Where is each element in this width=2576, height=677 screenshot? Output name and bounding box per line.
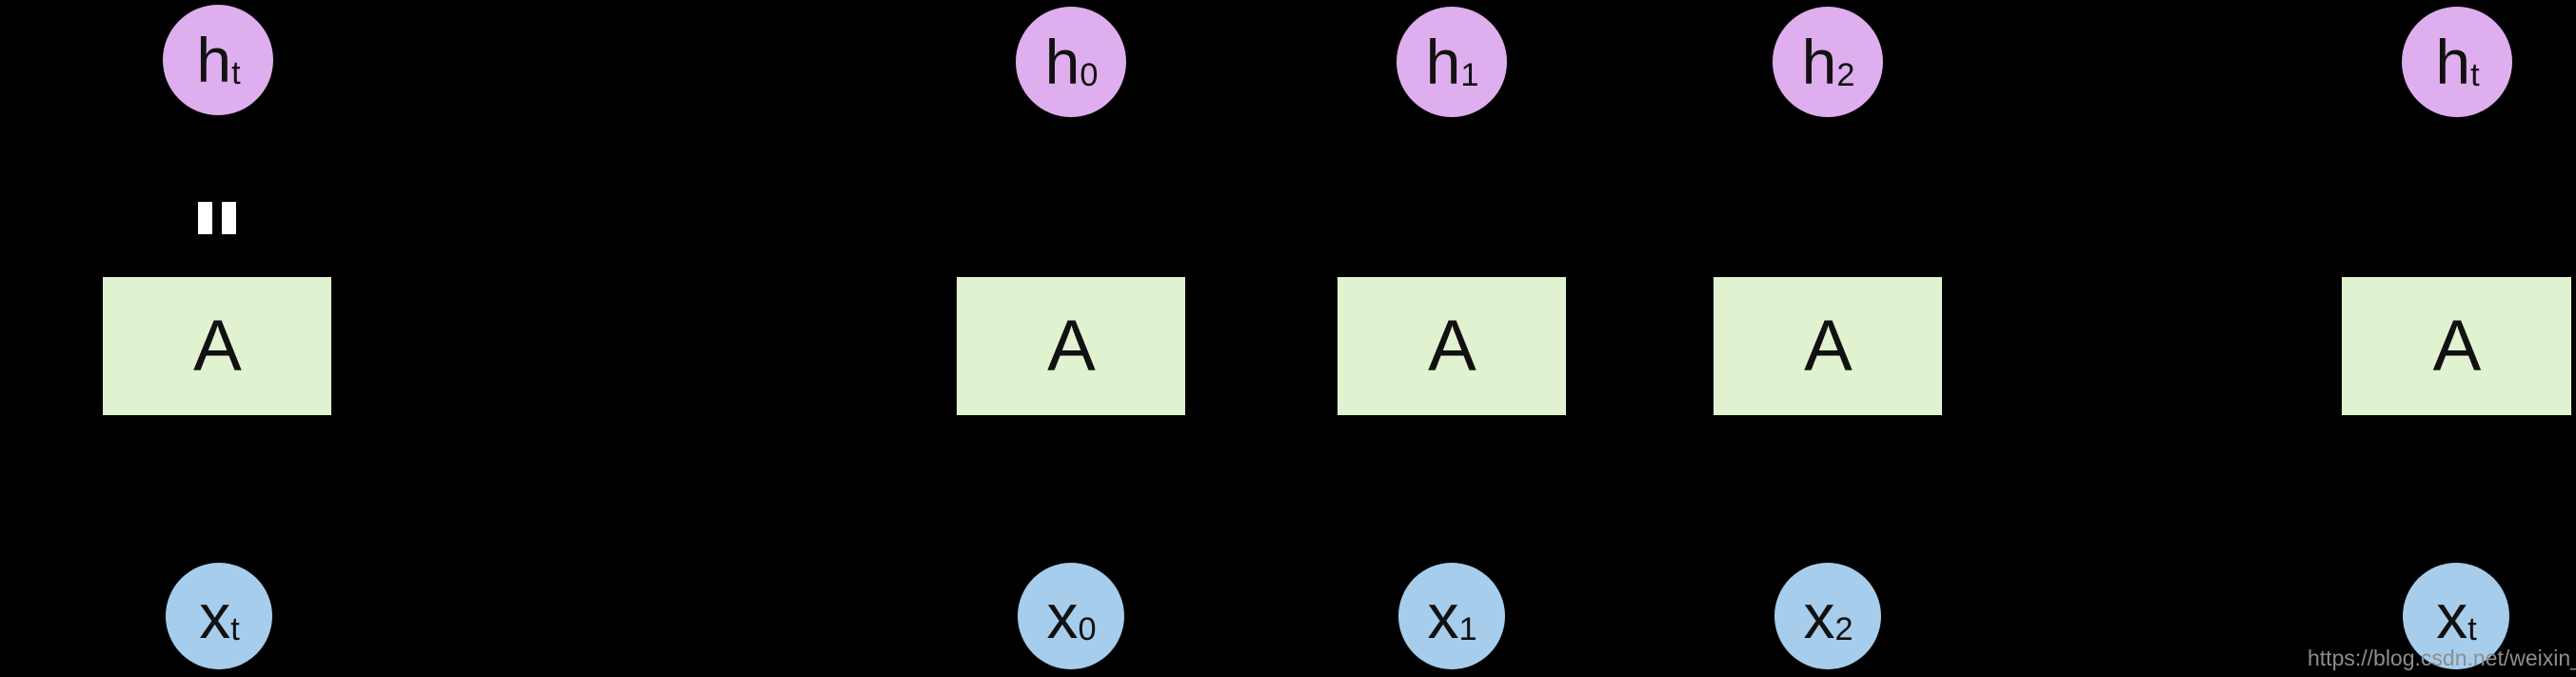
node-label-subscript: 1 [1458,611,1476,648]
node-label: A [1047,305,1096,387]
node-label-base: h [1044,27,1080,97]
node-label-base: h [1425,27,1461,97]
connector-input-to-cell-step1 [1450,415,1453,563]
connector-input-to-cell-step0 [1069,415,1072,563]
node-label-subscript: 1 [1460,57,1478,94]
node-label: A [193,305,242,387]
node-label-subscript: 0 [1078,611,1096,648]
node-label-base: x [1803,581,1834,651]
node-label: A [2432,305,2482,387]
self-loop-right-folded [386,286,388,406]
node-label-subscript: t [2470,57,2479,94]
connector-input-to-cell-stept [2455,415,2458,563]
recurrent-chain-link-2-3 [1942,345,2342,348]
node-label-base: x [1427,581,1458,651]
self-loop-top-folded [331,286,388,289]
connector-cell-to-hidden-step1 [1450,117,1453,277]
recurrent-chain-link-in [819,345,957,348]
self-loop-bottom-folded [331,404,388,407]
rnn-cell-node-step1[interactable]: A [1338,277,1566,415]
node-label-base: h [2435,27,2470,97]
connector-cell-to-hidden-stept [2455,117,2458,277]
node-label-base: x [2436,581,2467,651]
node-label: A [1428,305,1476,387]
connector-cell-to-hidden-step0 [1069,117,1072,277]
node-label-base: x [199,581,230,651]
connector-input-to-cell-folded [218,415,221,563]
rnn-cell-node-stept[interactable]: A [2342,277,2571,415]
rnn-cell-node-folded[interactable]: A [103,277,331,415]
node-label-subscript: 2 [1836,57,1854,94]
equals-bar-upper [198,202,212,234]
node-label-base: x [1046,581,1078,651]
recurrent-chain-link-0-1 [1185,345,1338,348]
rnn-cell-node-step0[interactable]: A [957,277,1185,415]
node-label-base: h [1801,27,1837,97]
equals-bar-lower [222,202,236,234]
connector-input-to-cell-step2 [1826,415,1829,563]
node-label-subscript: 2 [1834,611,1853,648]
node-label-subscript: t [230,611,239,648]
equals-sign [198,202,240,234]
node-label-subscript: t [231,55,240,92]
rnn-cell-node-step2[interactable]: A [1714,277,1942,415]
recurrent-chain-link-1-2 [1566,345,1714,348]
watermark-text: https://blog.csdn.net/weixin_46274168 [2308,646,2576,670]
connector-cell-to-hidden-step2 [1826,117,1829,277]
connector-cell-to-hidden-folded [216,115,219,277]
node-label-base: h [196,25,231,95]
node-label-subscript: t [2467,611,2476,648]
node-label-subscript: 0 [1080,57,1098,94]
node-label: A [1804,305,1853,387]
